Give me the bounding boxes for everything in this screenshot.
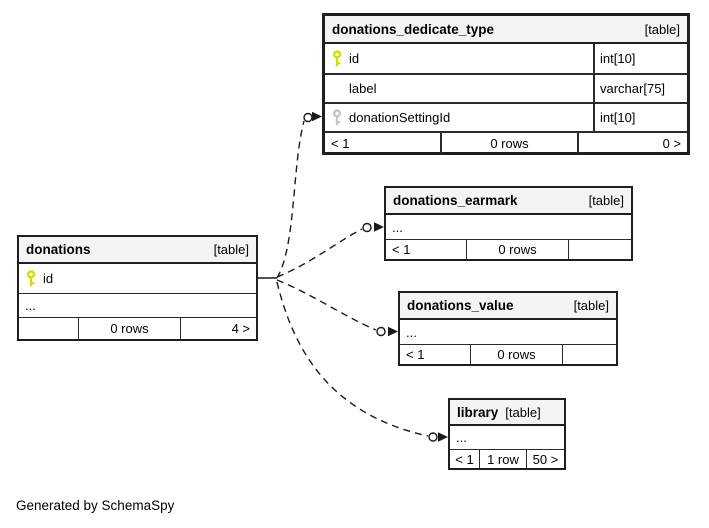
table-node-donations-dedicate-type[interactable]: donations_dedicate_type [table] id int[1… (322, 13, 690, 155)
column-ellipsis: ... (392, 219, 403, 235)
primary-key-icon (332, 49, 342, 66)
footer-parents: < 1 (392, 242, 411, 257)
table-header[interactable]: donations_value [table] (400, 293, 616, 320)
table-name[interactable]: donations_earmark (393, 193, 518, 208)
column-row-ellipsis: ... (19, 293, 256, 317)
generated-by-credit: Generated by SchemaSpy (16, 498, 175, 513)
footer-parents: < 1 (331, 135, 350, 151)
arrowhead-icon (312, 111, 322, 122)
column-row-label: label varchar[75] (325, 73, 687, 102)
column-name: id (43, 271, 54, 286)
primary-key-icon (26, 269, 36, 286)
column-row-ellipsis: ... (450, 426, 564, 449)
footer-children (562, 345, 616, 364)
arrowhead-icon (388, 326, 398, 337)
relationship-line-library (276, 281, 429, 437)
footer-children: 0 > (577, 133, 687, 153)
table-name[interactable]: library (457, 404, 499, 420)
table-header[interactable]: donations [table] (19, 237, 256, 264)
footer-children (568, 240, 631, 259)
footer-rowcount: 0 rows (440, 133, 577, 153)
table-badge: [table] (573, 298, 609, 313)
table-footer: < 1 0 rows 0 > (325, 131, 687, 153)
cardinality-circle (362, 222, 372, 233)
cardinality-circle (303, 112, 313, 123)
footer-children: 4 > (180, 318, 256, 339)
column-type: varchar[75] (593, 75, 687, 102)
arrowhead-icon (438, 432, 448, 442)
column-name: donationSettingId (349, 110, 451, 125)
column-ellipsis: ... (456, 430, 467, 445)
column-name: id (349, 51, 360, 66)
relationship-line-dedicate-type (276, 120, 305, 279)
column-type: int[10] (593, 44, 687, 73)
column-ellipsis: ... (406, 324, 417, 340)
column-ellipsis: ... (25, 298, 36, 313)
table-badge: [table] (588, 193, 624, 208)
column-row-id: id int[10] (325, 44, 687, 73)
table-name[interactable]: donations_dedicate_type (332, 21, 495, 37)
table-header[interactable]: library [table] (450, 400, 564, 426)
table-badge: [table] (644, 21, 680, 37)
table-node-library[interactable]: library [table] ... < 1 1 row 50 > (448, 398, 566, 470)
table-footer: < 1 0 rows (400, 344, 616, 364)
foreign-key-icon (332, 108, 342, 125)
table-node-donations-value[interactable]: donations_value [table] ... < 1 0 rows (398, 291, 618, 366)
column-row-id: id (19, 264, 256, 293)
table-badge: [table] (505, 404, 541, 420)
footer-parents (19, 318, 78, 339)
footer-rowcount: 0 rows (78, 318, 180, 339)
relationship-line-earmark (276, 228, 363, 278)
footer-children: 50 > (526, 450, 564, 468)
column-row-donationsettingid: donationSettingId int[10] (325, 102, 687, 131)
footer-rowcount: 0 rows (466, 240, 568, 259)
column-name: label (349, 81, 377, 96)
cardinality-circle (428, 432, 438, 442)
table-name[interactable]: donations_value (407, 298, 514, 313)
table-footer: < 1 0 rows (386, 239, 631, 259)
table-header[interactable]: donations_earmark [table] (386, 188, 631, 215)
cardinality-circle (376, 326, 386, 337)
table-node-donations-earmark[interactable]: donations_earmark [table] ... < 1 0 rows (384, 186, 633, 261)
table-footer: 0 rows 4 > (19, 317, 256, 339)
table-node-donations[interactable]: donations [table] id ... 0 rows 4 > (17, 235, 258, 341)
relationship-line-value (276, 279, 377, 331)
column-row-ellipsis: ... (400, 320, 616, 344)
arrowhead-icon (374, 222, 384, 232)
footer-parents: < 1 (406, 347, 425, 362)
column-row-ellipsis: ... (386, 215, 631, 239)
footer-parents: < 1 (455, 451, 474, 467)
column-type: int[10] (593, 104, 687, 131)
table-name[interactable]: donations (26, 242, 91, 257)
table-badge: [table] (213, 242, 249, 257)
table-header[interactable]: donations_dedicate_type [table] (325, 16, 687, 44)
table-footer: < 1 1 row 50 > (450, 449, 564, 468)
footer-rowcount: 1 row (479, 450, 526, 468)
footer-rowcount: 0 rows (470, 345, 562, 364)
